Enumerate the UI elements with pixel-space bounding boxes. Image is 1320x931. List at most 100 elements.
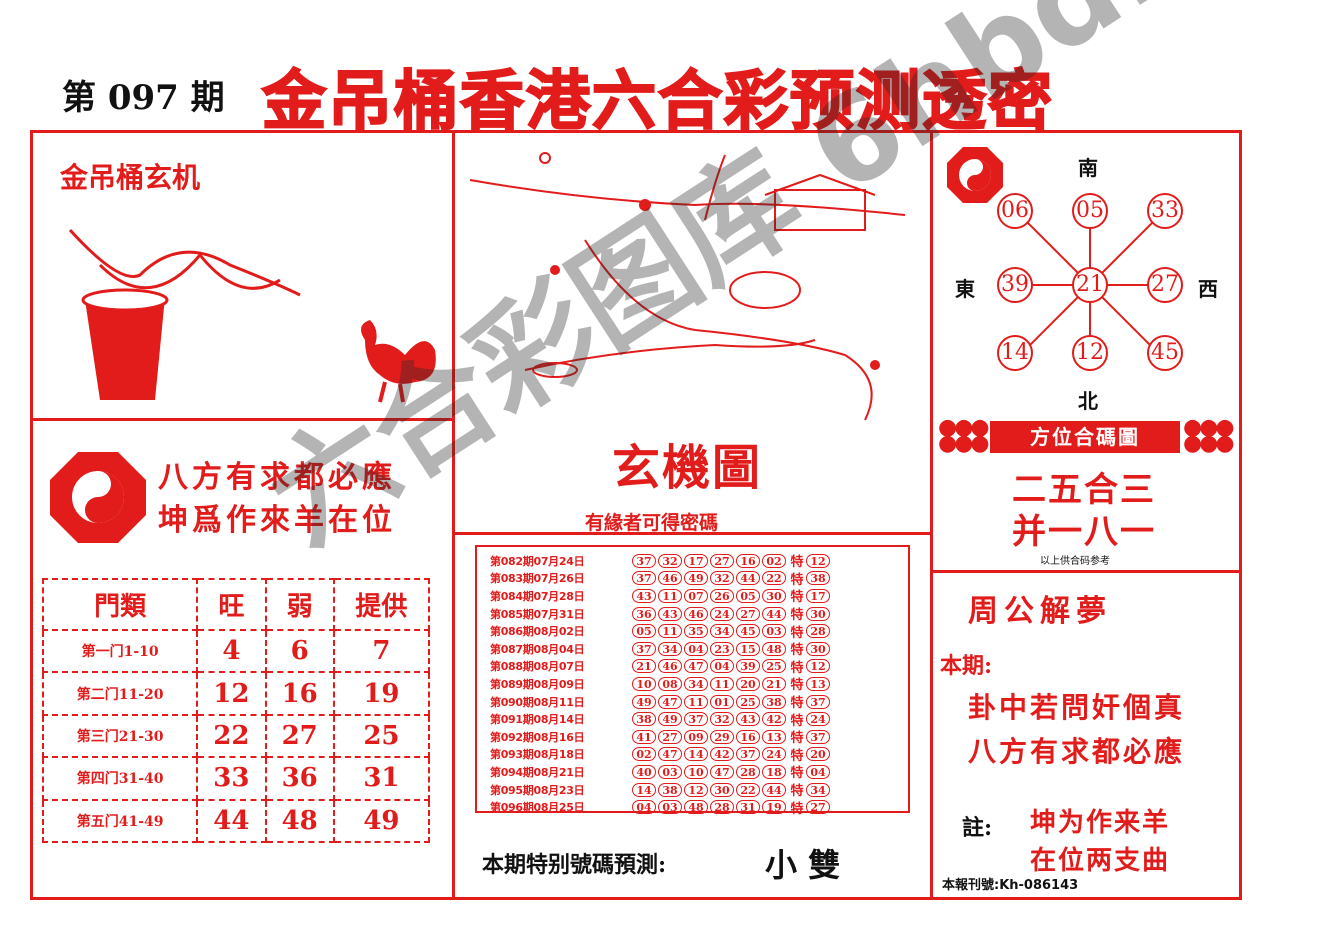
- history-number: 20: [736, 676, 760, 691]
- direction-south: 南: [1078, 156, 1098, 180]
- history-number: 18: [762, 764, 786, 779]
- fangwei-note: 以上供合码参考: [1040, 556, 1110, 567]
- history-number: 29: [710, 729, 734, 744]
- table-header: 提供: [332, 577, 431, 632]
- history-number: 16: [736, 553, 760, 568]
- footer-code: 本報刊號:Kh-086143: [942, 878, 1079, 893]
- history-number: 23: [710, 641, 734, 656]
- history-number: 30: [710, 782, 734, 797]
- history-number: 28: [736, 764, 760, 779]
- history-number: 11: [658, 588, 682, 603]
- history-number: 08: [658, 676, 682, 691]
- history-special-number: 12: [806, 553, 830, 568]
- cell: 31: [332, 756, 431, 801]
- row-label: 第五门41-49: [41, 798, 199, 844]
- table-header: 弱: [264, 577, 335, 632]
- cell: 44: [196, 798, 267, 844]
- picture-title: 玄機圖: [612, 440, 763, 496]
- history-number: 37: [736, 747, 760, 762]
- history-number: 19: [762, 800, 786, 815]
- divider: [930, 570, 1242, 573]
- history-number: 15: [736, 641, 760, 656]
- row-label: 第四门31-40: [41, 756, 199, 801]
- history-number: 43: [736, 712, 760, 727]
- history-number: 21: [762, 676, 786, 691]
- history-number: 49: [658, 712, 682, 727]
- compass-number: 33: [1147, 193, 1183, 229]
- history-number: 05: [632, 624, 656, 639]
- history-number: 37: [684, 712, 708, 727]
- compass-center: 21: [1072, 267, 1108, 303]
- history-number: 32: [710, 571, 734, 586]
- yin-yang-icon: [947, 147, 1003, 203]
- rooster-illustration: [361, 320, 436, 403]
- dream-line-2: 八方有求都必應: [968, 735, 1186, 768]
- history-special-number: 28: [806, 624, 830, 639]
- special-marker: 特: [790, 731, 804, 747]
- history-number: 34: [684, 676, 708, 691]
- history-period: 第096期08月25日: [490, 801, 585, 815]
- history-number: 24: [710, 606, 734, 621]
- cell: 48: [264, 798, 335, 844]
- special-marker: 特: [790, 590, 804, 606]
- history-number: 34: [710, 624, 734, 639]
- decor-dots: ●●●●●●: [938, 415, 990, 456]
- history-special-number: 30: [806, 641, 830, 656]
- history-period: 第093期08月18日: [490, 748, 585, 762]
- history-number: 04: [632, 800, 656, 815]
- history-special-number: 20: [806, 747, 830, 762]
- cell: 4: [196, 629, 267, 674]
- special-marker: 特: [790, 678, 804, 694]
- history-special-number: 13: [806, 676, 830, 691]
- history-special-number: 38: [806, 571, 830, 586]
- history-number: 44: [762, 782, 786, 797]
- history-number: 43: [658, 606, 682, 621]
- history-number: 24: [762, 747, 786, 762]
- history-number: 45: [736, 624, 760, 639]
- special-marker: 特: [790, 643, 804, 659]
- history-number: 04: [710, 659, 734, 674]
- history-period: 第086期08月02日: [490, 625, 585, 639]
- history-number: 36: [632, 606, 656, 621]
- cell: 36: [264, 756, 335, 801]
- cell: 27: [264, 713, 335, 759]
- history-special-number: 17: [806, 588, 830, 603]
- history-number: 41: [632, 729, 656, 744]
- row-label: 第三门21-30: [41, 713, 199, 759]
- page-title: 金吊桶香港六合彩预测透密: [261, 63, 1054, 140]
- history-number: 03: [658, 764, 682, 779]
- history-frame: [475, 545, 910, 813]
- compass-number: 12: [1072, 335, 1108, 371]
- divider: [452, 130, 455, 900]
- history-number: 21: [632, 659, 656, 674]
- history-number: 47: [710, 764, 734, 779]
- row-label: 第二门11-20: [41, 671, 199, 716]
- compass-number: 27: [1147, 267, 1183, 303]
- compass-number: 05: [1072, 193, 1108, 229]
- history-special-number: 12: [806, 659, 830, 674]
- compass-number: 14: [997, 335, 1033, 371]
- history-number: 37: [632, 571, 656, 586]
- history-period: 第084期07月28日: [490, 589, 585, 603]
- history-number: 11: [658, 624, 682, 639]
- history-period: 第092期08月16日: [490, 730, 585, 744]
- history-period: 第094期08月21日: [490, 765, 585, 779]
- section-title: 金吊桶玄机: [60, 161, 201, 194]
- history-number: 38: [632, 712, 656, 727]
- history-number: 30: [762, 588, 786, 603]
- history-number: 02: [762, 553, 786, 568]
- history-number: 27: [736, 606, 760, 621]
- history-number: 31: [736, 800, 760, 815]
- divider: [30, 418, 453, 421]
- history-number: 46: [658, 659, 682, 674]
- prediction-label: 本期特别號碼預測:: [482, 852, 667, 878]
- special-marker: 特: [790, 784, 804, 800]
